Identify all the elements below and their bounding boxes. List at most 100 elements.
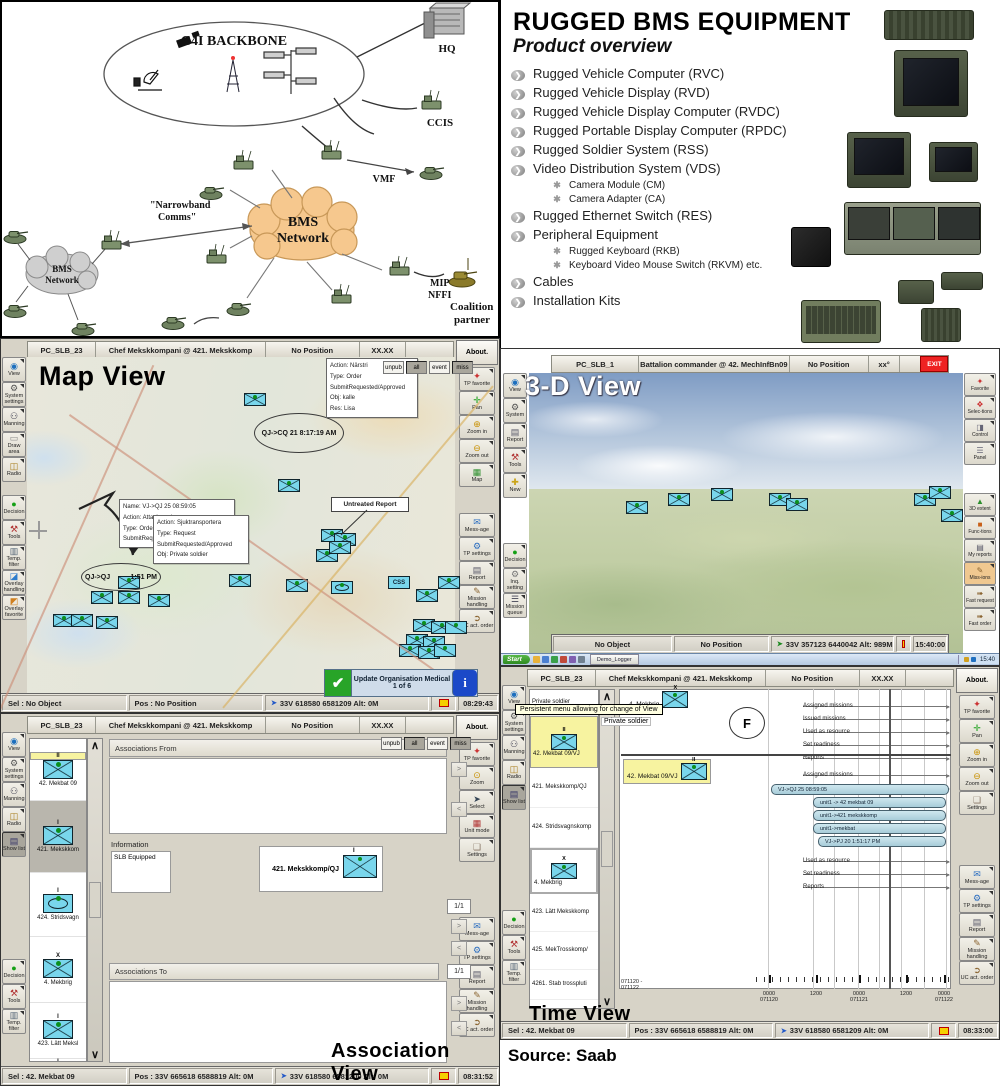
- toolbar-button[interactable]: ❏ Settings: [959, 791, 995, 815]
- toolbar-button[interactable]: ✛ Pan: [959, 719, 995, 743]
- unit-list-item[interactable]: 423. Lätt Mekskkomp: [530, 894, 598, 932]
- toolbar-button-draw-area[interactable]: ▭ Draw area: [2, 432, 26, 457]
- toolbar-button[interactable]: ⚒ Tools: [503, 448, 527, 473]
- mission-bar[interactable]: unit1->mekbat: [813, 823, 946, 834]
- unit-list-item[interactable]: 425. MekTrosskomp/: [530, 932, 598, 970]
- page-next-button[interactable]: >: [451, 919, 467, 934]
- toolbar-button[interactable]: ✦ Favorite: [964, 373, 996, 396]
- mission-bar[interactable]: VJ->QJ 25 08:59:05: [771, 784, 949, 795]
- unit-list-item[interactable]: I CSS: [30, 1059, 86, 1061]
- toolbar-button[interactable]: ✚ New: [503, 473, 527, 498]
- toolbar-button-decision[interactable]: ● Decision: [2, 495, 26, 520]
- scroll-thumb[interactable]: [89, 882, 101, 918]
- filter-button[interactable]: unpub: [383, 361, 404, 374]
- toolbar-button[interactable]: ⚒ Tools: [2, 984, 26, 1009]
- associations-to-box[interactable]: [109, 981, 447, 1063]
- page-prev-button[interactable]: <: [451, 941, 467, 956]
- move-left-button[interactable]: <: [451, 802, 467, 817]
- toolbar-button[interactable]: ✉ Mess-age: [459, 513, 495, 537]
- toolbar-button[interactable]: ◉ View: [503, 373, 527, 398]
- toolbar-button[interactable]: ➲ UC act. order: [959, 961, 995, 985]
- mission-bar[interactable]: unit1->421 mekskkomp: [813, 810, 946, 821]
- filter-button[interactable]: all: [406, 361, 427, 374]
- toolbar-button[interactable]: ✉ Mess-age: [959, 865, 995, 889]
- notification-banner[interactable]: ✔ Update Organisation Medical 1 of 6 i: [324, 669, 478, 697]
- toolbar-button[interactable]: ▦ Unit mode: [459, 814, 495, 838]
- toolbar-button[interactable]: ● Decision: [503, 543, 527, 568]
- toolbar-button[interactable]: ⚒ Tools: [502, 935, 526, 960]
- toolbar-button[interactable]: ▲ 3D extent: [964, 493, 996, 516]
- scroll-thumb[interactable]: [601, 831, 613, 867]
- toolbar-button-overlay-handling[interactable]: ◪ Overlay handling: [2, 570, 26, 595]
- scroll-up-icon[interactable]: ∧: [90, 740, 100, 752]
- toolbar-button[interactable]: ⚇ Manning: [2, 782, 26, 807]
- toolbar-button[interactable]: ▤ My reports: [964, 539, 996, 562]
- scroll-down-icon[interactable]: ∨: [90, 1049, 100, 1061]
- unit-list-item[interactable]: I 424. Stridsvagn: [30, 873, 86, 937]
- toolbar-button[interactable]: ⊖ Zoom out: [459, 439, 495, 463]
- toolbar-button-view[interactable]: ◉ View: [2, 357, 26, 382]
- toolbar-button[interactable]: ▥ Temp. filter: [2, 1009, 26, 1034]
- toolbar-button-temp-filter[interactable]: ▥ Temp. filter: [2, 545, 26, 570]
- toolbar-button[interactable]: ⚇ Manning: [502, 735, 526, 760]
- toolbar-button[interactable]: ⚙ System settings: [2, 757, 26, 782]
- time-list-scrollbar[interactable]: ∧ ∨: [599, 689, 615, 1009]
- toolbar-button[interactable]: ✦ TP favorite: [959, 695, 995, 719]
- toolbar-button-tools[interactable]: ⚒ Tools: [2, 520, 26, 545]
- unit-list-item[interactable]: X 4. Mekbrig: [30, 937, 86, 1003]
- toolbar-button-system-settings[interactable]: ⚙ System settings: [2, 382, 26, 407]
- toolbar-button[interactable]: ✎ Mission handling: [459, 585, 495, 609]
- toolbar-button[interactable]: ➲ UC act. order: [459, 609, 495, 633]
- quicklaunch-icon[interactable]: [550, 656, 558, 663]
- assoc-list-scrollbar[interactable]: ∧ ∨: [87, 738, 103, 1062]
- move-right-button[interactable]: >: [451, 996, 467, 1011]
- toolbar-button[interactable]: ⊖ Zoom out: [959, 767, 995, 791]
- toolbar-button[interactable]: ◨ Control: [964, 419, 996, 442]
- filter-button[interactable]: event: [427, 737, 448, 750]
- info-icon[interactable]: i: [452, 670, 477, 696]
- about-button[interactable]: About.: [456, 715, 498, 740]
- toolbar-button[interactable]: ◫ Radio: [2, 807, 26, 832]
- mission-bar[interactable]: VJ->PJ 20 1:51:17 PM: [818, 836, 946, 847]
- toolbar-button[interactable]: ☰ Mission queue: [503, 593, 527, 618]
- about-button[interactable]: About.: [456, 340, 498, 365]
- toolbar-button[interactable]: ▤ Report: [959, 913, 995, 937]
- toolbar-button[interactable]: ☰ Panel: [964, 442, 996, 465]
- toolbar-button[interactable]: ❖ Selec-tions: [964, 396, 996, 419]
- unit-list-item[interactable]: 424. Stridsvagnskomp: [530, 808, 598, 848]
- toolbar-button-overlay-favorite[interactable]: ◩ Overlay favorite: [2, 595, 26, 620]
- toolbar-button[interactable]: ▦ Map: [459, 463, 495, 487]
- taskbar-window-button[interactable]: Demo_Logger: [589, 654, 639, 665]
- filter-button[interactable]: unpub: [381, 737, 402, 750]
- quicklaunch-icon[interactable]: [559, 656, 567, 663]
- toolbar-button[interactable]: ▤ Report: [459, 561, 495, 585]
- toolbar-button[interactable]: ✎ Mission handling: [959, 937, 995, 961]
- quicklaunch-icon[interactable]: [532, 656, 540, 663]
- accept-check-icon[interactable]: ✔: [325, 670, 352, 696]
- terrain-render[interactable]: [529, 489, 963, 654]
- unit-list-item[interactable]: I 423. Lätt Meksl: [30, 1003, 86, 1059]
- tray-icon[interactable]: [963, 657, 969, 662]
- unit-list-item[interactable]: 421. Mekskkomp/QJ: [530, 768, 598, 808]
- toolbar-button[interactable]: ➠ Fast request: [964, 585, 996, 608]
- filter-button[interactable]: event: [429, 361, 450, 374]
- quicklaunch-icon[interactable]: [541, 656, 549, 663]
- filter-button[interactable]: miss: [450, 737, 471, 750]
- about-button[interactable]: About.: [956, 668, 998, 693]
- toolbar-button[interactable]: ⚙ Inq. setting: [503, 568, 527, 593]
- unit-list-item[interactable]: I 421. Mekskkom: [30, 801, 86, 873]
- toolbar-button[interactable]: ⚙ TP settings: [959, 889, 995, 913]
- toolbar-button[interactable]: ➠ Fast order: [964, 608, 996, 631]
- associations-from-box[interactable]: [109, 758, 447, 834]
- toolbar-button[interactable]: ⚙ System: [503, 398, 527, 423]
- toolbar-button[interactable]: ◉ View: [502, 685, 526, 710]
- toolbar-button[interactable]: ■ Func-tions: [964, 516, 996, 539]
- toolbar-button[interactable]: ◫ Radio: [502, 760, 526, 785]
- selected-unit-icon[interactable]: [343, 855, 377, 878]
- tray-icon[interactable]: [970, 657, 976, 662]
- toolbar-button-manning[interactable]: ⚇ Manning: [2, 407, 26, 432]
- toolbar-button[interactable]: ◉ View: [2, 732, 26, 757]
- toolbar-button[interactable]: ● Decision: [2, 959, 26, 984]
- toolbar-button[interactable]: ✎ Miss-ions: [964, 562, 996, 585]
- quicklaunch-icon[interactable]: [577, 656, 585, 663]
